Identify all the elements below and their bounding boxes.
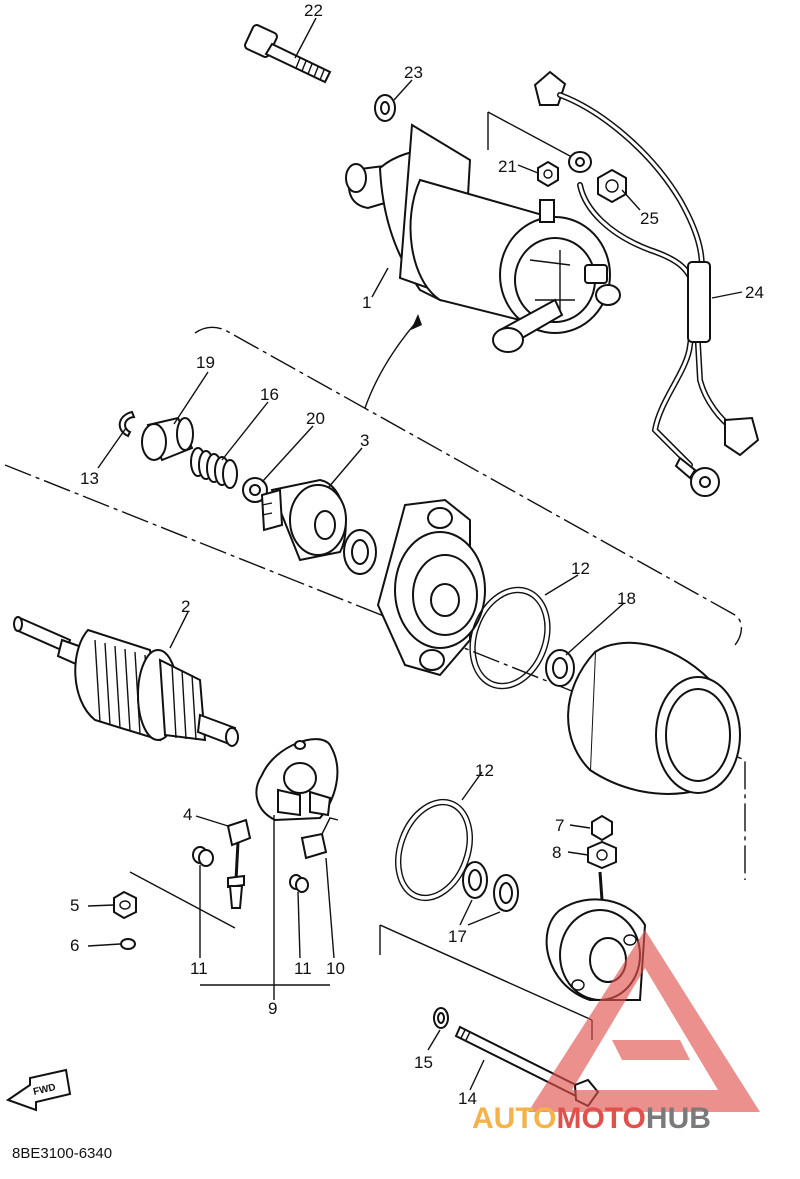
nut-25 [597, 168, 627, 204]
watermark-logo-icon [528, 930, 760, 1112]
callout-20: 20 [306, 409, 325, 428]
nut-7 [591, 814, 613, 842]
spring-11-left [192, 846, 214, 867]
svg-text:AUTOMOTOHUB: AUTOMOTOHUB [472, 1102, 711, 1135]
callout-12-upper: 12 [571, 559, 590, 578]
callout-10: 10 [326, 959, 345, 978]
brush-plate-9 [255, 738, 339, 822]
o-ring-12-lower [395, 798, 473, 902]
o-ring-15 [433, 1007, 449, 1029]
spring-16 [190, 447, 238, 489]
callout-12-lower: 12 [475, 761, 494, 780]
callout-6: 6 [70, 936, 79, 955]
washer-18 [545, 649, 575, 687]
callout-17: 17 [448, 927, 467, 946]
brush-10 [300, 817, 339, 860]
armature-2 [13, 616, 239, 747]
callout-3: 3 [360, 431, 369, 450]
callout-8: 8 [552, 843, 561, 862]
yoke-housing [567, 641, 741, 795]
watermark-hub: HUB [646, 1102, 711, 1135]
starter-clutch-3 [260, 478, 347, 562]
cable-24 [533, 70, 760, 497]
callout-21: 21 [498, 157, 517, 176]
washer-6 [120, 938, 136, 950]
callout-22: 22 [304, 1, 323, 20]
collar-19 [141, 416, 194, 462]
callout-23: 23 [404, 63, 423, 82]
assembly-arrow [364, 319, 419, 409]
washers-17 [462, 861, 519, 912]
callout-13: 13 [80, 469, 99, 488]
callout-24: 24 [745, 283, 764, 302]
starter-motor-1 [345, 123, 621, 353]
callout-11-left: 11 [190, 959, 208, 978]
diagram-code: 8BE3100-6340 [12, 1145, 112, 1162]
callout-18: 18 [617, 589, 636, 608]
nut-5 [113, 890, 137, 920]
callout-14: 14 [458, 1089, 477, 1108]
o-ring-12-upper [469, 586, 551, 690]
watermark-text: AUTOMOTOHUB [472, 1102, 711, 1135]
fwd-arrow-icon: FWD [5, 1068, 72, 1112]
leader-lines [87, 17, 743, 1091]
circlip-13 [118, 410, 136, 438]
nut-21 [537, 160, 559, 188]
washer-20 [242, 477, 268, 503]
callout-2: 2 [181, 597, 190, 616]
top-bracket-line [487, 111, 584, 164]
brush-bracket-line [129, 871, 236, 929]
watermark-auto: AUTO [472, 1102, 556, 1135]
spring-11-right [289, 874, 309, 893]
fwd-label: FWD [32, 1082, 57, 1098]
callout-5: 5 [70, 896, 79, 915]
callout-19: 19 [196, 353, 215, 372]
callout-16: 16 [260, 385, 279, 404]
washer-near-21 [568, 151, 592, 173]
callout-15: 15 [414, 1053, 433, 1072]
front-cover [376, 498, 486, 677]
washer-23 [374, 94, 396, 122]
callout-25: 25 [640, 209, 659, 228]
brush-4 [226, 818, 252, 909]
bolt-22 [244, 24, 332, 84]
washer-8 [587, 840, 617, 870]
callout-7: 7 [555, 816, 564, 835]
callout-4: 4 [183, 805, 192, 824]
callout-1: 1 [362, 293, 371, 312]
callout-11-right: 11 [294, 959, 312, 978]
callout-9: 9 [268, 999, 277, 1018]
watermark-moto: MOTO [556, 1102, 645, 1135]
lower-group-outline [4, 464, 746, 880]
assembly-bracket-outline [194, 326, 743, 646]
callout-labels: 22 23 21 25 24 1 19 16 20 3 13 12 18 2 1… [70, 1, 764, 1108]
